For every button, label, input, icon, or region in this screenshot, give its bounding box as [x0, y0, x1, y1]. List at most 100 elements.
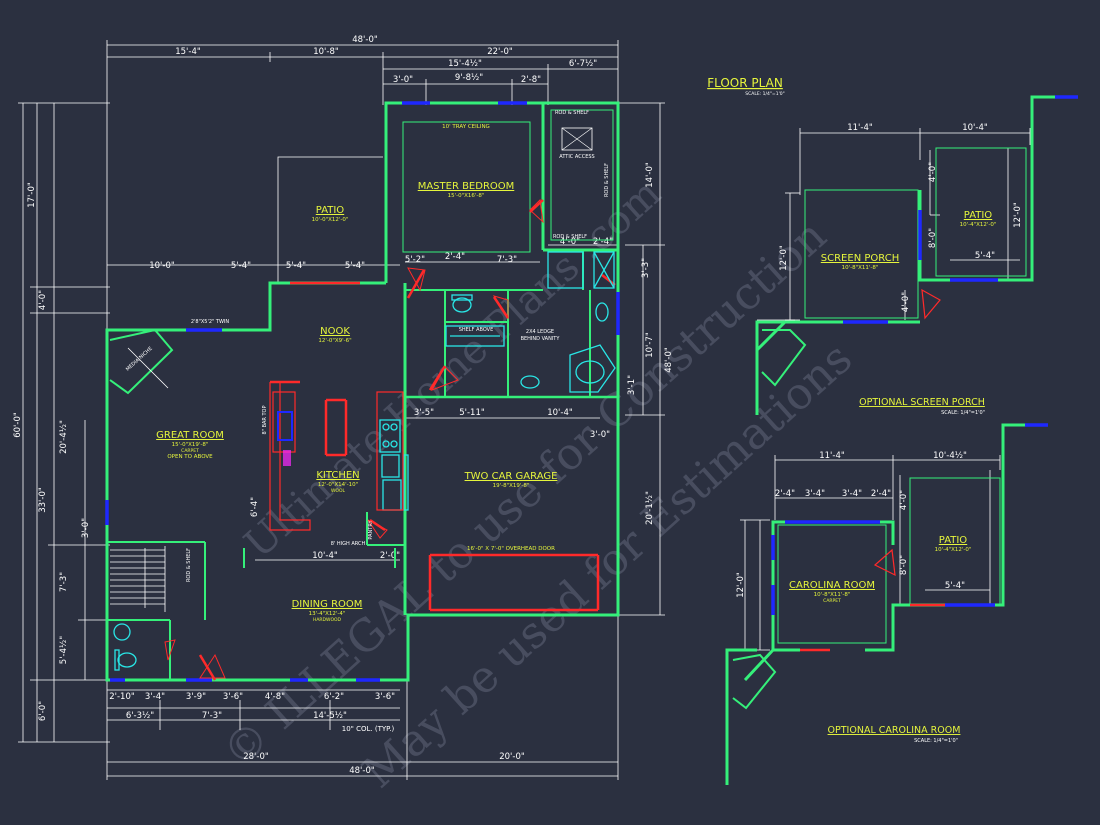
dimension-labels: 48'-0" 15'-4" 10'-8" 22'-0" 15'-4½" 6'-7… — [13, 35, 674, 776]
shower-unit — [547, 251, 584, 289]
dim-bottom-row-5: 4'-8" — [265, 692, 285, 702]
dim-patio-row-2: 5'-4" — [231, 261, 251, 271]
cr-dim-row-2: 3'-4" — [805, 489, 825, 499]
dim-inner-12: 2'-4" — [593, 237, 613, 247]
dim-left-8: 6'-0" — [38, 701, 48, 721]
dim-left-2: 4'-0" — [38, 290, 48, 310]
cr-dim-4: 4'-0" — [899, 490, 909, 510]
screen-porch-plan: 11'-4" 10'-4" 12'-0" 4'-0" 8'-0" 12'-0" … — [755, 95, 1078, 416]
nook-size: 12'-0"X9'-6" — [318, 338, 351, 344]
sp-scale: SCALE: 1/4"=1'0" — [941, 410, 985, 416]
master-size: 15'-0"X16'-8" — [448, 193, 485, 199]
note-ledge: 2X4 LEDGE — [526, 329, 554, 335]
patio-outline — [277, 156, 383, 283]
dim-top-overall: 48'-0" — [352, 35, 378, 45]
dim-patio-row-4: 5'-4" — [345, 261, 365, 271]
dim-patio-row-1: 10'-0" — [149, 261, 175, 271]
cr-room-floor: CARPET — [823, 598, 841, 604]
great-room-name: GREAT ROOM — [156, 430, 224, 441]
sp-title: OPTIONAL SCREEN PORCH — [859, 397, 985, 408]
tub-icon — [569, 344, 616, 393]
note-rod-shelf-4: ROD & SHELF — [186, 548, 192, 582]
sp-dim-7: 5'-4" — [975, 251, 995, 261]
garage-size: 19'-8"X19'-8" — [493, 483, 530, 489]
dim-inner-2: 2'-4" — [445, 252, 465, 262]
sp-dim-4: 4'-0" — [928, 162, 938, 182]
dim-top-3: 22'-0" — [487, 47, 513, 57]
dim-bottom-overall: 48'-0" — [349, 766, 375, 776]
sp-dim-5: 8'-0" — [928, 228, 938, 248]
note-attic-access: ATTIC ACCESS — [559, 154, 594, 160]
dim-inner-7: 3'-0" — [590, 430, 610, 440]
dining-size: 13'-4"X12'-4" — [309, 611, 346, 617]
cr-patio-size: 10'-4"X12'-0" — [935, 547, 972, 553]
garage-door-note: 16'-0" X 7'-0" OVERHEAD DOOR — [467, 546, 555, 552]
dim-inner-1: 5'-2" — [405, 255, 425, 265]
sp-dim-2: 10'-4" — [962, 123, 988, 133]
sheet-title: FLOOR PLAN — [707, 76, 783, 90]
cr-dim-row-3: 3'-4" — [842, 489, 862, 499]
note-rod-shelf-3: ROD & SHELF — [553, 234, 587, 240]
note-window-tag: 2'8"X5'2" TWIN — [191, 319, 230, 325]
tray-ceiling-outline — [402, 121, 531, 253]
dim-left-5: 3'-0" — [81, 518, 91, 538]
dim-left-3: 20'-4½" — [59, 420, 69, 454]
dim-inner-8: 10'-4" — [312, 551, 338, 561]
dim-right-overall: 48'-0" — [664, 347, 674, 373]
cr-dim-2: 10'-4½" — [933, 451, 967, 461]
door-swings — [164, 198, 544, 679]
note-pantry: PANTRY — [368, 519, 374, 539]
range-icon — [379, 419, 401, 453]
dim-patio-row-3: 5'-4" — [286, 261, 306, 271]
fixtures — [113, 251, 616, 671]
dim-bottom-row-3: 3'-9" — [186, 692, 206, 702]
cr-scale: SCALE: 1/4"=1'0" — [914, 738, 958, 744]
cr-dim-6: 5'-4" — [945, 581, 965, 591]
dim-left-4: 33'-0" — [38, 487, 48, 513]
kitchen-name: KITCHEN — [316, 470, 359, 481]
dim-right-3: 10'-7" — [645, 332, 655, 358]
sp-dim-3: 12'-0" — [779, 245, 789, 271]
dim-bottom-2: 20'-0" — [499, 752, 525, 762]
dim-top-8: 2'-8" — [521, 75, 541, 85]
main-walls — [105, 101, 620, 682]
patio-name: PATIO — [316, 205, 345, 216]
note-bar-top: 8" BAR TOP — [262, 406, 268, 435]
carolina-room-plan: 11'-4" 10'-4½" 2'-4" 3'-4" 3'-4" 2'-4" 1… — [725, 423, 1048, 785]
sp-dim-6: 12'-0" — [1013, 202, 1023, 228]
dim-top-1: 15'-4" — [175, 47, 201, 57]
dim-bottom-c: 14'-5½" — [313, 711, 347, 721]
sink-blocks — [277, 411, 293, 466]
sp-room-name: SCREEN PORCH — [821, 253, 899, 264]
cr-patio-name: PATIO — [939, 535, 968, 546]
dim-bottom-a: 6'-3½" — [126, 711, 154, 721]
dim-top-4: 15'-4½" — [448, 59, 482, 69]
dim-left-1: 17'-0" — [27, 182, 37, 208]
dim-top-7: 9'-8½" — [455, 73, 483, 83]
note-arch: 8' HIGH ARCH — [331, 541, 366, 547]
room-labels: PATIO 10'-0"X12'-0" MASTER BEDROOM 15'-0… — [156, 124, 557, 623]
dim-bottom-row-2: 3'-4" — [145, 692, 165, 702]
dim-bottom-row-4: 3'-6" — [223, 692, 243, 702]
dim-top-5: 6'-7½" — [569, 59, 597, 69]
garage-name: TWO CAR GARAGE — [464, 471, 558, 482]
linen-unit — [593, 251, 615, 289]
note-rod-shelf-2: ROD & SHELF — [604, 163, 610, 197]
dining-floor: HARDWOOD — [313, 617, 342, 623]
dim-top-6: 3'-0" — [393, 75, 413, 85]
dim-left-6: 7'-3" — [59, 572, 69, 592]
dim-inner-6: 10'-4" — [547, 408, 573, 418]
master-name: MASTER BEDROOM — [418, 181, 515, 192]
dim-col-note: 10" COL. (TYP.) — [342, 725, 395, 733]
cr-dim-1: 11'-4" — [819, 451, 845, 461]
cr-room-name: CAROLINA ROOM — [789, 580, 875, 591]
dim-right-2: 3'-3" — [641, 258, 651, 278]
sp-room-size: 10'-8"X11'-8" — [842, 265, 879, 271]
sp-dim-1: 11'-4" — [847, 123, 873, 133]
sp-patio-name: PATIO — [964, 210, 993, 221]
sp-patio-size: 10'-4"X12'-0" — [960, 222, 997, 228]
dim-left-7: 5'-4½" — [59, 636, 69, 664]
dim-inner-10: 6'-4" — [250, 497, 260, 517]
dim-inner-3: 7'-3" — [497, 255, 517, 265]
dim-right-5: 20'-1½" — [645, 491, 655, 525]
